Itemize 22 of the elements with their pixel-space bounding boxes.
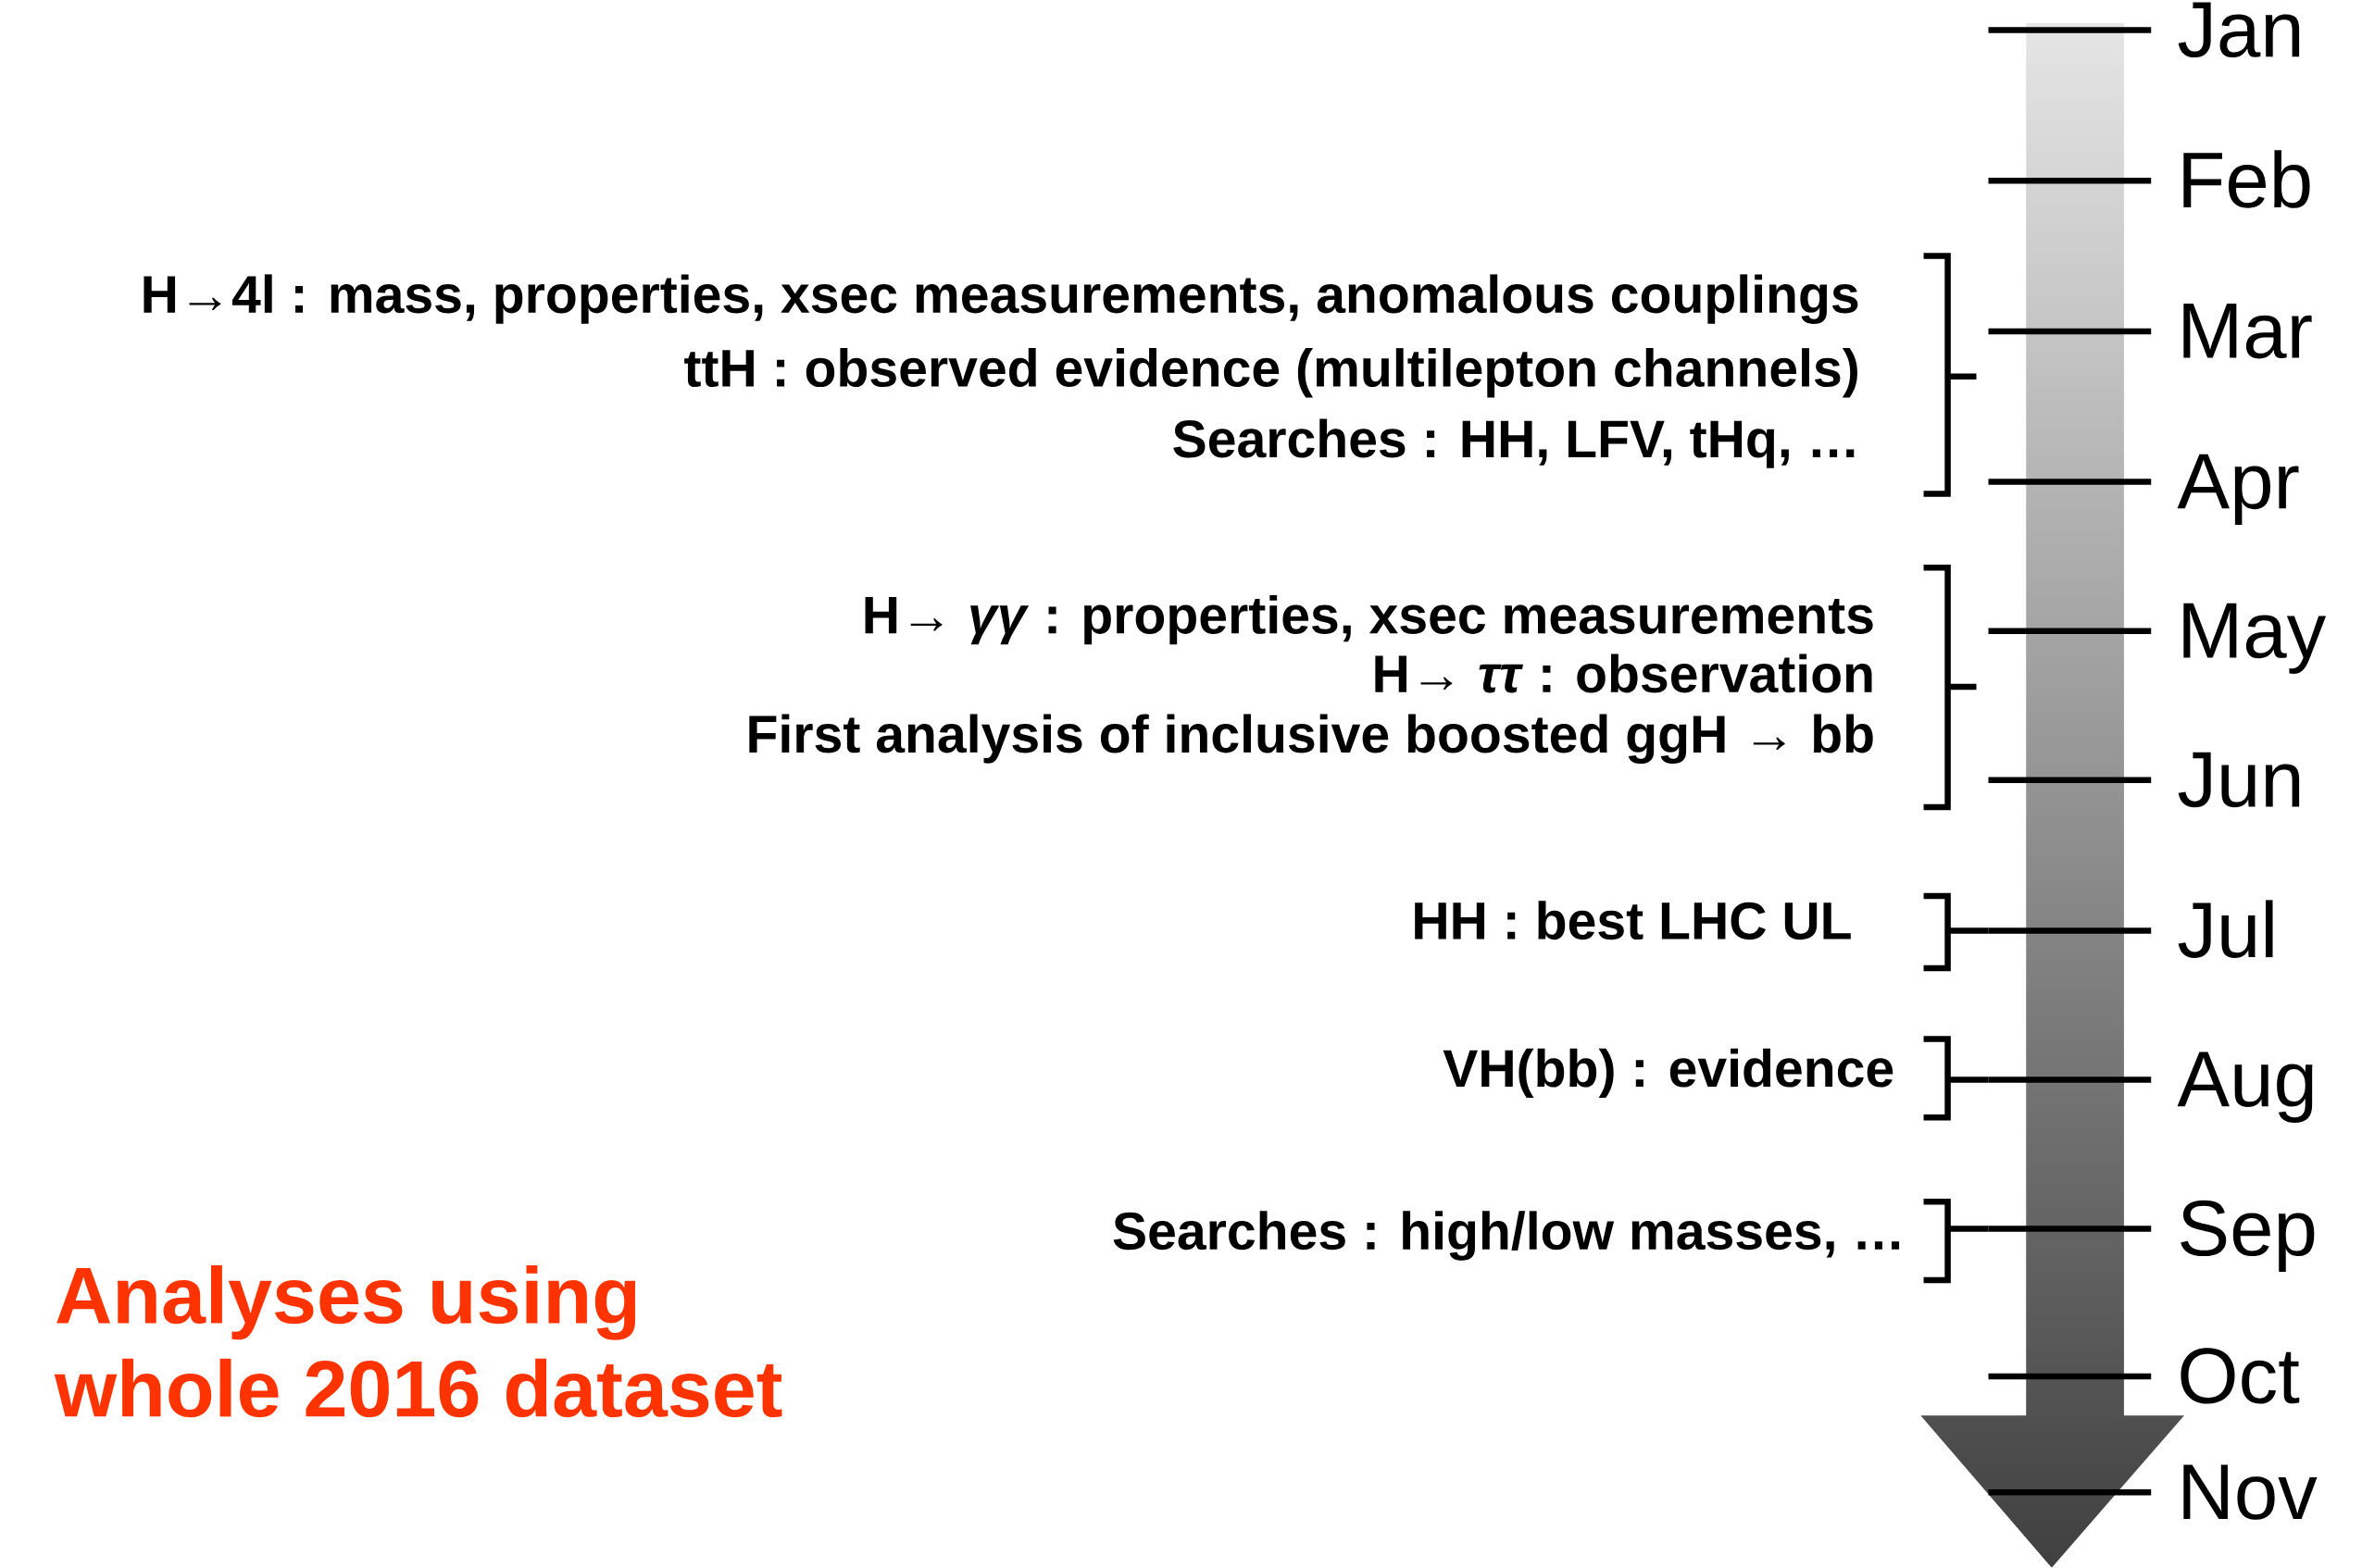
highlight-note: whole 2016 dataset [54, 1359, 782, 1418]
highlight-note: Analyses using [56, 1265, 636, 1340]
month-label: Apr [2177, 454, 2299, 526]
month-label: Sep [2181, 1200, 2315, 1273]
month-label: May [2183, 604, 2327, 675]
analysis-note: H→ γγ : properties, xsec measurements [865, 595, 1873, 645]
month-label: Oct [2181, 1348, 2300, 1404]
analysis-note: VH(bb) : evidence [1443, 1048, 1893, 1099]
analysis-note: Searches : HH, LFV, tHq, … [1173, 418, 1855, 469]
analysis-note: HH : best LHC UL [1415, 901, 1851, 940]
analysis-note: Searches : high/low masses, … [1113, 1211, 1900, 1262]
month-label: Jul [2178, 900, 2273, 959]
analysis-note: H→4l : mass, properties, xsec measurements, anomalous couplings [144, 274, 1858, 325]
analysis-note: First analysis of inclusive boosted ggH → bb [749, 714, 1873, 765]
month-label: Aug [2177, 1052, 2313, 1124]
month-label: Mar [2183, 304, 2312, 359]
month-label: Jan [2178, 2, 2300, 58]
month-label: Feb [2183, 150, 2310, 208]
month-label: Jun [2178, 753, 2300, 808]
analysis-note: ttH : observed evidence (multilepton channels) [684, 348, 1857, 398]
month-label: Nov [2183, 1464, 2318, 1521]
analysis-note: H→ ττ : observation [1375, 653, 1872, 693]
